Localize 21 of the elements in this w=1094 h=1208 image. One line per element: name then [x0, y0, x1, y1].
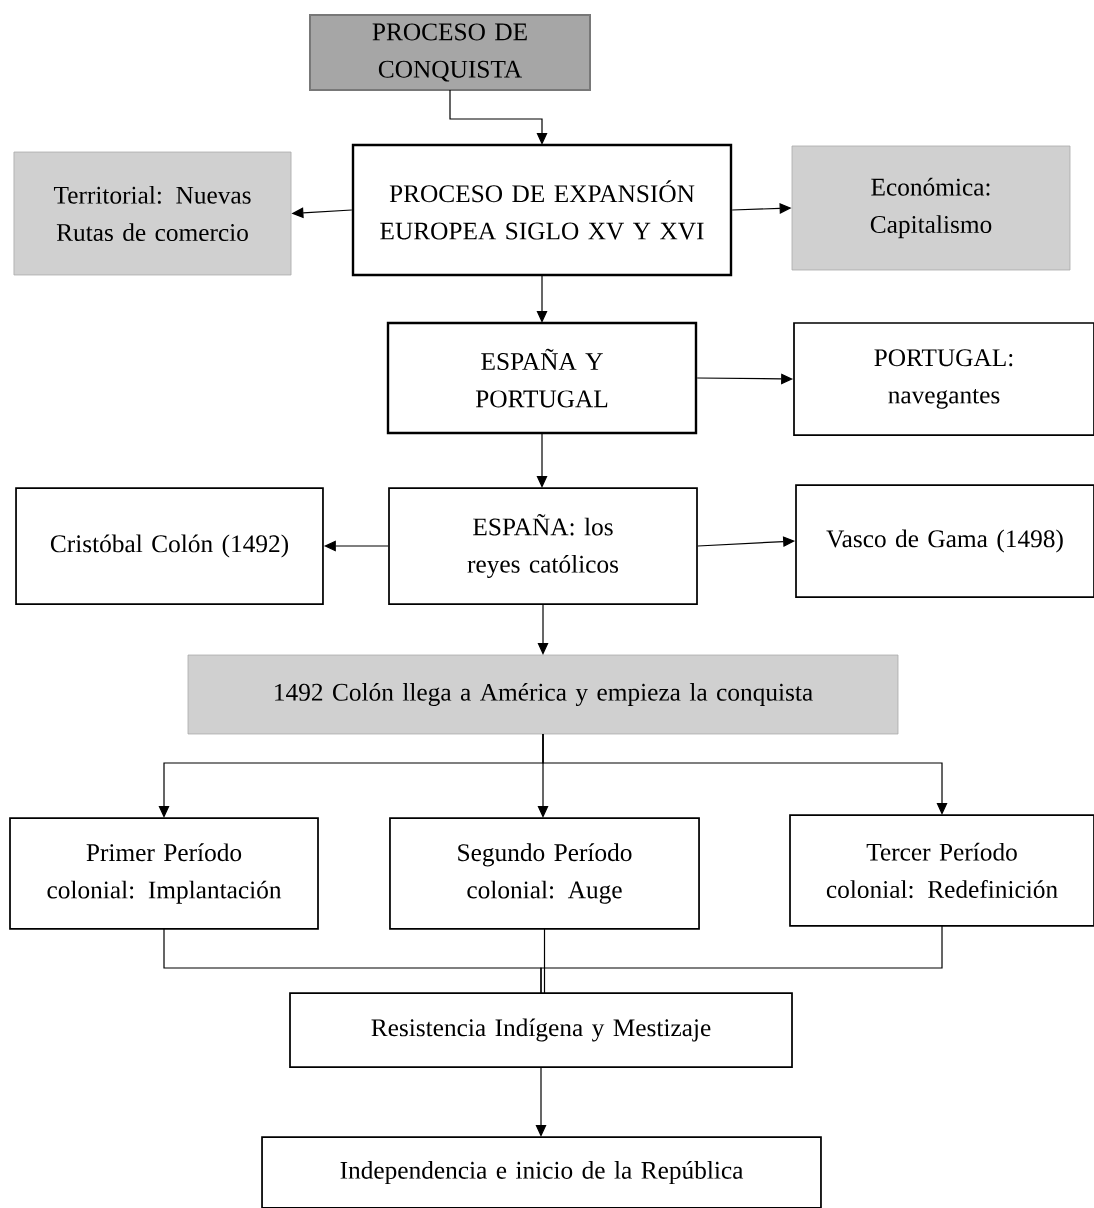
arrow — [536, 432, 548, 488]
arrow — [535, 1066, 547, 1137]
concept-box: Territorial: Nuevas Rutas de comercio — [13, 151, 292, 276]
concept-box: Económica: Capitalismo — [791, 145, 1071, 271]
concept-box: Vasco de Gama (1498) — [795, 484, 1094, 598]
concept-box: ESPAÑA: los reyes católicos — [388, 487, 698, 605]
concept-box: Segundo Período colonial: Auge — [389, 817, 700, 930]
concept-box: Tercer Período colonial: Redefinición — [789, 814, 1094, 927]
arrow — [537, 603, 549, 655]
concept-box: ESPAÑA Y PORTUGAL — [386, 321, 698, 435]
concept-box: Cristóbal Colón (1492) — [15, 487, 324, 605]
concept-box: Resistencia Indígena y Mestizaje — [289, 992, 793, 1068]
arrow — [542, 733, 948, 815]
arrow — [449, 89, 548, 145]
concept-box: Independencia e inicio de la República — [261, 1136, 822, 1208]
concept-box: PROCESO DE EXPANSIÓN EUROPEA SIGLO XV Y XVI — [351, 143, 733, 277]
title-box: PROCESO DE CONQUISTA — [309, 14, 591, 91]
arrow — [536, 274, 548, 323]
concept-box: Primer Período colonial: Implantación — [9, 817, 319, 930]
concept-box: PORTUGAL: navegantes — [793, 322, 1094, 436]
concept-box: 1492 Colón llega a América y empieza la conquista — [187, 654, 899, 735]
